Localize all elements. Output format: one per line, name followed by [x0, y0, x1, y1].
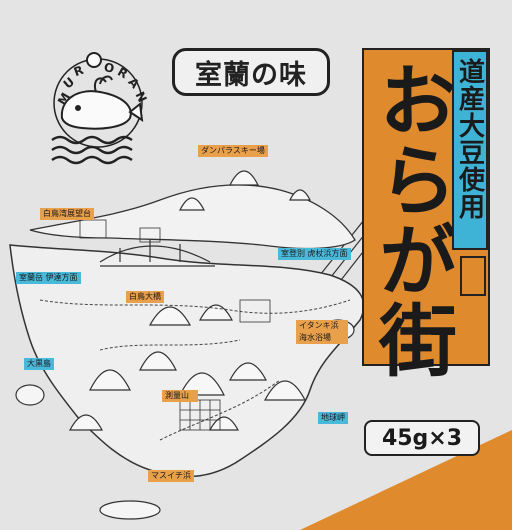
daikoku-island: [15, 384, 45, 406]
weight-box: 45g×3: [364, 420, 480, 456]
place-label: イタンキ浜 海水浴場: [296, 320, 348, 344]
taste-label-box: 室蘭の味: [172, 48, 330, 96]
soy-note-panel: 道産大豆使用: [452, 50, 488, 250]
place-label: 地球岬: [318, 412, 348, 424]
bridge: [99, 240, 215, 267]
product-title: おらが街: [366, 60, 457, 380]
place-label: 白鳥大橋: [126, 291, 164, 303]
place-label: マスイチ浜: [148, 470, 194, 482]
taste-label: 室蘭の味: [195, 59, 307, 91]
buildings: [79, 219, 271, 431]
weight-label: 45g×3: [381, 425, 463, 451]
peninsula-shape: [9, 244, 365, 478]
place-label: ダンパラスキー場: [198, 145, 268, 157]
accent-block: [460, 256, 486, 296]
place-label: 室登別 虎杖浜方面: [278, 248, 351, 260]
ball-icon: [86, 52, 102, 68]
place-label: 白鳥湾展望台: [40, 208, 94, 220]
soy-note: 道産大豆使用: [454, 58, 485, 220]
upper-land: [29, 184, 356, 250]
place-label: 室蘭岳 伊達方面: [16, 272, 81, 284]
place-label: 測量山: [162, 390, 198, 402]
wave-lines: [51, 135, 133, 165]
place-label: 大黒島: [24, 358, 54, 370]
